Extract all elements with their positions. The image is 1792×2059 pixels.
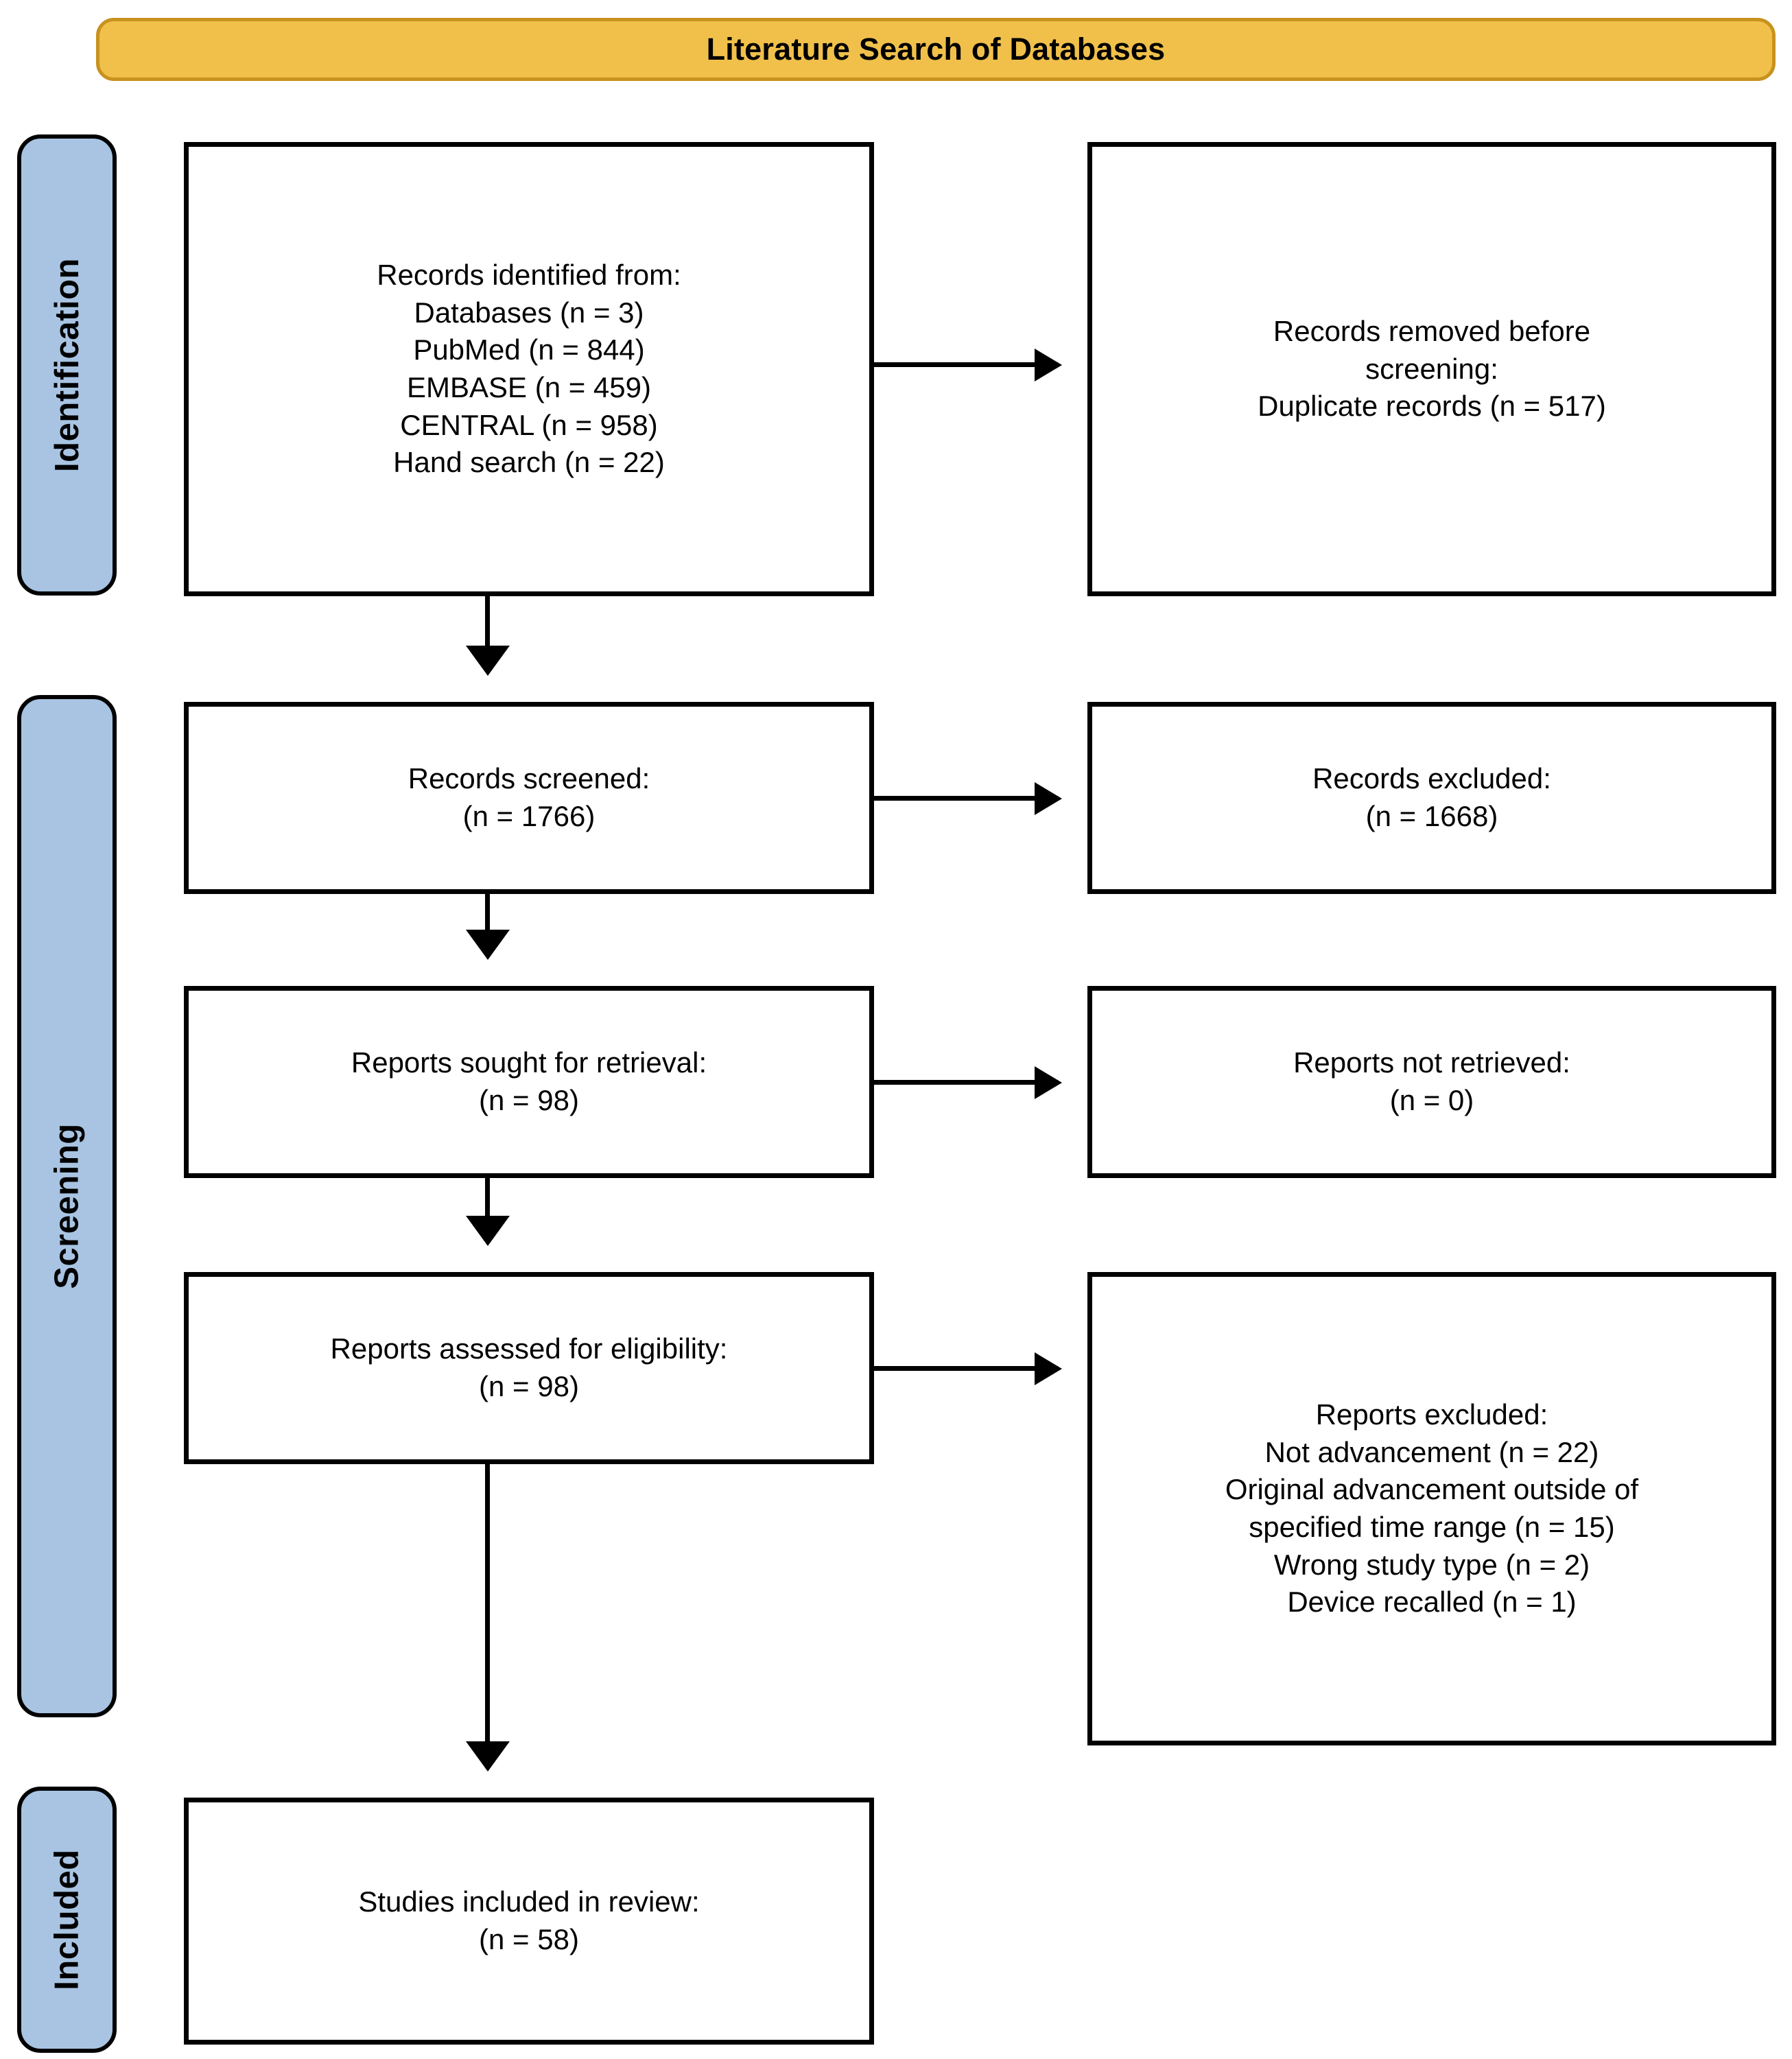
box-records-excluded-text: Records excluded: (n = 1668) [1312,762,1551,832]
box-reports-not-retrieved: Reports not retrieved: (n = 0) [1087,986,1776,1178]
stage-label-included: Included [17,1787,117,2053]
arrow-identified-to-screened-icon [485,596,490,672]
box-studies-included: Studies included in review: (n = 58) [184,1798,874,2045]
box-reports-excluded-text: Reports excluded: Not advancement (n = 2… [1225,1398,1639,1619]
header-banner: Literature Search of Databases [96,18,1776,81]
box-records-removed-text: Records removed before screening: Duplic… [1258,315,1606,423]
box-reports-assessed: Reports assessed for eligibility: (n = 9… [184,1272,874,1464]
stage-label-included-text: Included [48,1849,86,1990]
box-reports-sought: Reports sought for retrieval: (n = 98) [184,986,874,1178]
stage-label-identification-text: Identification [48,258,86,472]
box-reports-excluded: Reports excluded: Not advancement (n = 2… [1087,1272,1776,1745]
stage-label-identification: Identification [17,134,117,596]
arrow-sought-to-assessed-icon [485,1178,490,1242]
arrow-screened-to-sought-icon [485,894,490,956]
arrow-screened-to-excluded-icon [874,796,1058,801]
box-reports-not-retrieved-text: Reports not retrieved: (n = 0) [1293,1046,1570,1116]
box-records-identified-text: Records identified from: Databases (n = … [377,259,681,479]
page-title: Literature Search of Databases [706,32,1166,67]
box-studies-included-text: Studies included in review: (n = 58) [358,1885,700,1955]
box-reports-sought-text: Reports sought for retrieval: (n = 98) [351,1046,707,1116]
arrow-assessed-to-included-icon [485,1464,490,1767]
stage-label-screening: Screening [17,695,117,1717]
arrow-sought-to-not-retrieved-icon [874,1080,1058,1085]
box-reports-assessed-text: Reports assessed for eligibility: (n = 9… [330,1332,728,1402]
arrow-assessed-to-excluded-icon [874,1366,1058,1371]
box-records-excluded: Records excluded: (n = 1668) [1087,702,1776,894]
arrow-identified-to-removed-icon [874,362,1058,367]
box-records-screened: Records screened: (n = 1766) [184,702,874,894]
box-records-removed: Records removed before screening: Duplic… [1087,142,1776,596]
box-records-screened-text: Records screened: (n = 1766) [408,762,650,832]
box-records-identified: Records identified from: Databases (n = … [184,142,874,596]
stage-label-screening-text: Screening [48,1123,86,1289]
